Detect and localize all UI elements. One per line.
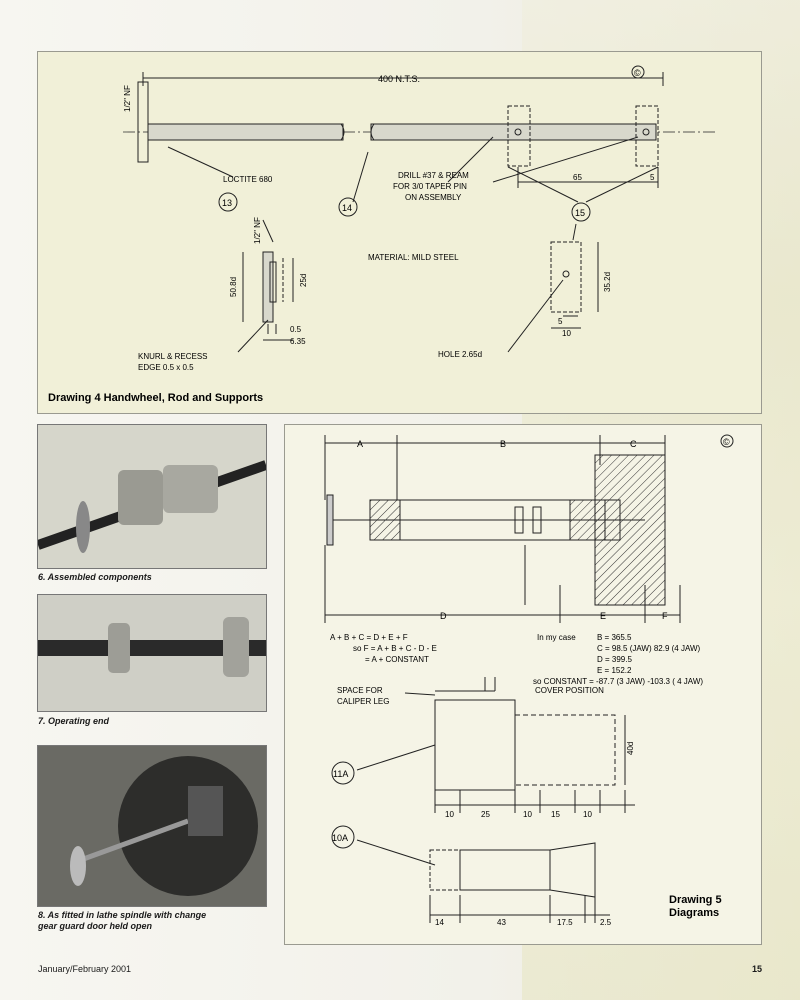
dim-11a-15: 15	[551, 810, 560, 819]
dim-5-bottom: 5	[558, 317, 563, 326]
value-constant: so CONSTANT = -87.7 (3 JAW) -103.3 ( 4 J…	[533, 677, 703, 686]
support-right	[635, 105, 659, 167]
label-400-nts: 400 N.T.S.	[378, 74, 420, 84]
support-left	[507, 105, 531, 167]
equation-3: = A + CONSTANT	[365, 655, 429, 664]
dim-11a-10-a: 10	[445, 810, 454, 819]
drawing-5-panel: © A B C D E F A + B + C = D + E + F so F…	[284, 424, 762, 945]
rod-right	[370, 123, 657, 141]
dim-25d: 25d	[299, 274, 308, 287]
photo-operating-end	[37, 594, 267, 712]
dim-10a-43: 43	[497, 918, 506, 927]
dim-11a-25: 25	[481, 810, 490, 819]
label-drill-3: ON ASSEMBLY	[405, 193, 462, 202]
dim-11a-10-c: 10	[583, 810, 592, 819]
part-number-10a: 10A	[332, 833, 348, 843]
part-number-13: 13	[222, 198, 232, 208]
label-loctite: LOCTITE 680	[223, 175, 273, 184]
caption-8-line-2: gear guard door held open	[38, 921, 153, 931]
equation-1: A + B + C = D + E + F	[330, 633, 408, 642]
dim-10a-14: 14	[435, 918, 444, 927]
label-space-for: SPACE FOR	[337, 686, 383, 695]
dim-b: B	[500, 439, 506, 449]
dim-d: D	[440, 611, 447, 621]
dim-e: E	[600, 611, 606, 621]
dim-f: F	[662, 611, 668, 621]
label-in-my-case: In my case	[537, 633, 576, 642]
label-knurl-1: KNURL & RECESS	[138, 352, 208, 361]
label-half-nf-rod: 1/2" NF	[123, 85, 132, 112]
dim-10a-17-5: 17.5	[557, 918, 573, 927]
photo-assembled-components	[37, 424, 267, 569]
drawing-4-title: Drawing 4 Handwheel, Rod and Supports	[48, 392, 263, 404]
dim-c: C	[630, 439, 637, 449]
value-d: D = 399.5	[597, 655, 632, 664]
equation-2: so F = A + B + C - D - E	[353, 644, 437, 653]
value-c: C = 98.5 (JAW) 82.9 (4 JAW)	[597, 644, 701, 653]
dim-10: 10	[562, 329, 571, 338]
photo-fitted-in-lathe	[37, 745, 267, 907]
part-number-11a: 11A	[333, 769, 348, 779]
rod-left	[147, 123, 344, 141]
value-e: E = 152.2	[597, 666, 632, 675]
dim-35-2d: 35.2d	[603, 272, 612, 292]
part-number-15: 15	[575, 208, 585, 218]
dim-a: A	[357, 439, 363, 449]
dim-40d: 40d	[626, 742, 635, 755]
label-knurl-2: EDGE 0.5 x 0.5	[138, 363, 194, 372]
value-b: B = 365.5	[597, 633, 632, 642]
label-caliper-leg: CALIPER LEG	[337, 697, 389, 706]
caption-6: 6. Assembled components	[38, 572, 152, 582]
copyright-mark: ©	[634, 68, 641, 78]
label-cover-position: COVER POSITION	[535, 686, 604, 695]
dim-11a-10-b: 10	[523, 810, 532, 819]
copyright-mark-2: ©	[723, 437, 730, 447]
caption-8-line-1: 8. As fitted in lathe spindle with chang…	[38, 910, 207, 920]
dim-65: 65	[573, 173, 582, 182]
hub-outline	[137, 81, 149, 163]
drawing-5-title-1: Drawing 5	[669, 894, 722, 906]
drawing-4-panel: © 400 N.T.S. 1/2" NF LOCTITE 680 DRILL #…	[37, 51, 762, 414]
drawing-5-title-2: Diagrams	[669, 907, 719, 919]
caption-7: 7. Operating end	[38, 716, 110, 726]
label-hole: HOLE 2.65d	[438, 350, 482, 359]
label-half-nf-hub: 1/2" NF	[253, 217, 262, 244]
label-drill-1: DRILL #37 & REAM	[398, 171, 469, 180]
dim-0-5: 0.5	[290, 325, 302, 334]
drawing-4: © 400 N.T.S. 1/2" NF LOCTITE 680 DRILL #…	[48, 65, 718, 404]
part-number-14: 14	[342, 203, 352, 213]
dim-10a-2-5: 2.5	[600, 918, 612, 927]
dim-5-top: 5	[650, 173, 655, 182]
footer-issue-date: January/February 2001	[38, 964, 132, 974]
dim-6-35: 6.35	[290, 337, 306, 346]
dim-50-8d: 50.8d	[229, 277, 238, 297]
page-number: 15	[752, 964, 763, 974]
drawing-5: © A B C D E F A + B + C = D + E + F so F…	[324, 434, 734, 927]
label-drill-2: FOR 3/0 TAPER PIN	[393, 182, 467, 191]
label-material: MATERIAL: MILD STEEL	[368, 253, 459, 262]
